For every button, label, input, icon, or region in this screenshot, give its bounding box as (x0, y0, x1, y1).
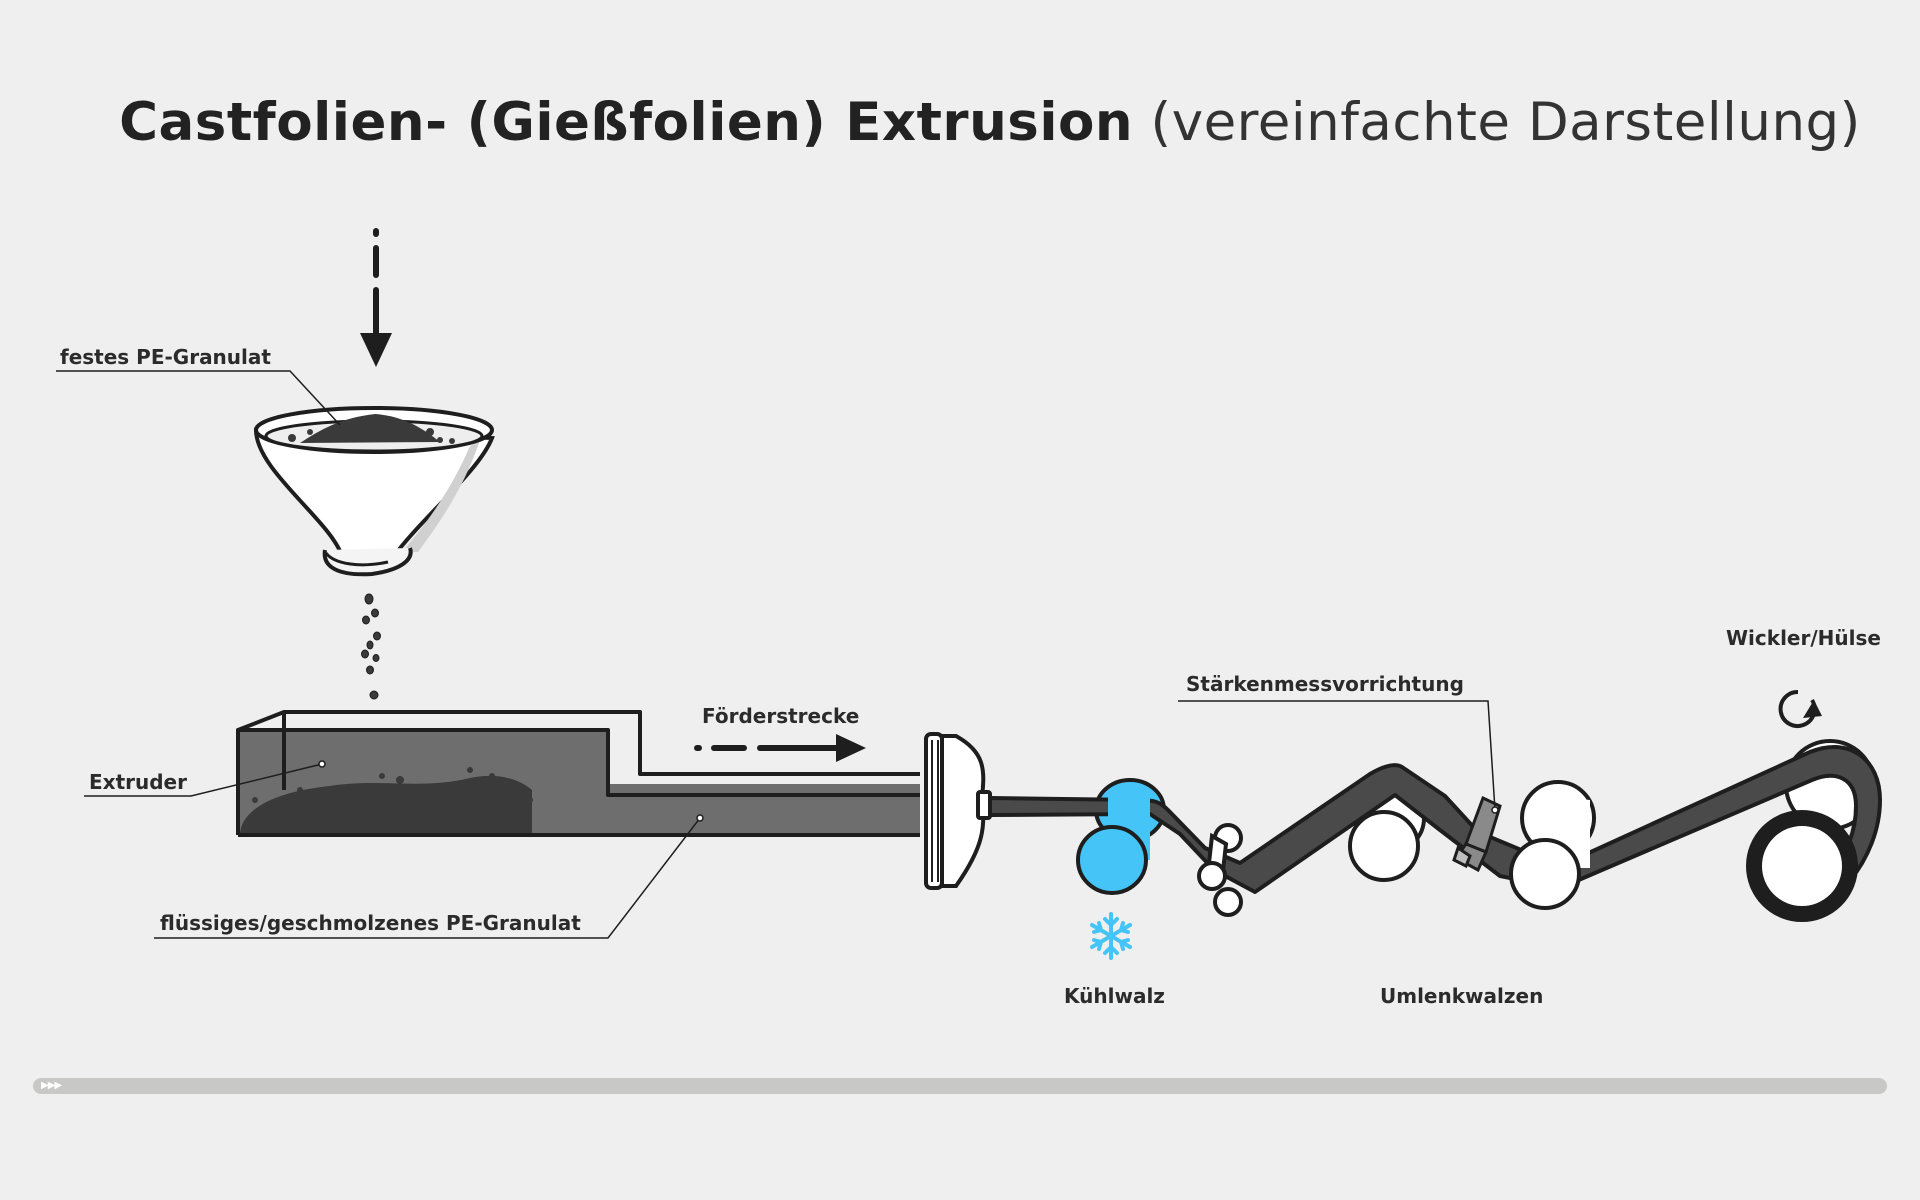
label-staerke: Stärkenmessvorrichtung (1186, 672, 1464, 696)
label-fluessig: flüssiges/geschmolzenes PE-Granulat (160, 911, 581, 935)
leader-lines (56, 370, 1496, 939)
label-umlenk: Umlenkwalzen (1380, 984, 1544, 1008)
feed-arrow (360, 228, 392, 367)
title-bold: Castfolien- (Gießfolien) Extrusion (119, 92, 1134, 153)
label-kuehlwalz: Kühlwalz (1064, 984, 1165, 1008)
thickness-gauge (1452, 795, 1502, 873)
animation-progress-bar[interactable]: ▶▶▶ (33, 1078, 1887, 1094)
guide-roller-small-1 (1197, 861, 1227, 891)
guide-roller-1 (1348, 810, 1420, 882)
snowflake-icon (1090, 912, 1132, 960)
chill-roll (1076, 825, 1148, 895)
falling-pellets (361, 593, 381, 746)
hopper-funnel (253, 406, 495, 577)
leader-dots (318, 760, 1499, 822)
guide-roller-small-2 (1213, 887, 1243, 917)
flat-die (924, 732, 992, 890)
play-arrows-icon[interactable]: ▶▶▶ (41, 1080, 62, 1091)
page-title: Castfolien- (Gießfolien) Extrusion (vere… (0, 92, 1920, 153)
label-granulat: festes PE-Granulat (60, 345, 271, 369)
front-rollers (1076, 790, 1858, 922)
winder-core (1758, 822, 1846, 910)
guide-roller-2 (1509, 838, 1581, 910)
conveying-arrow (694, 734, 866, 762)
rotate-icon (1778, 689, 1822, 728)
extruder-box (236, 710, 920, 837)
label-wickler: Wickler/Hülse (1726, 626, 1881, 650)
title-light: (vereinfachte Darstellung) (1150, 92, 1861, 153)
label-foerderstrecke: Förderstrecke (702, 704, 860, 728)
label-extruder: Extruder (89, 770, 187, 794)
